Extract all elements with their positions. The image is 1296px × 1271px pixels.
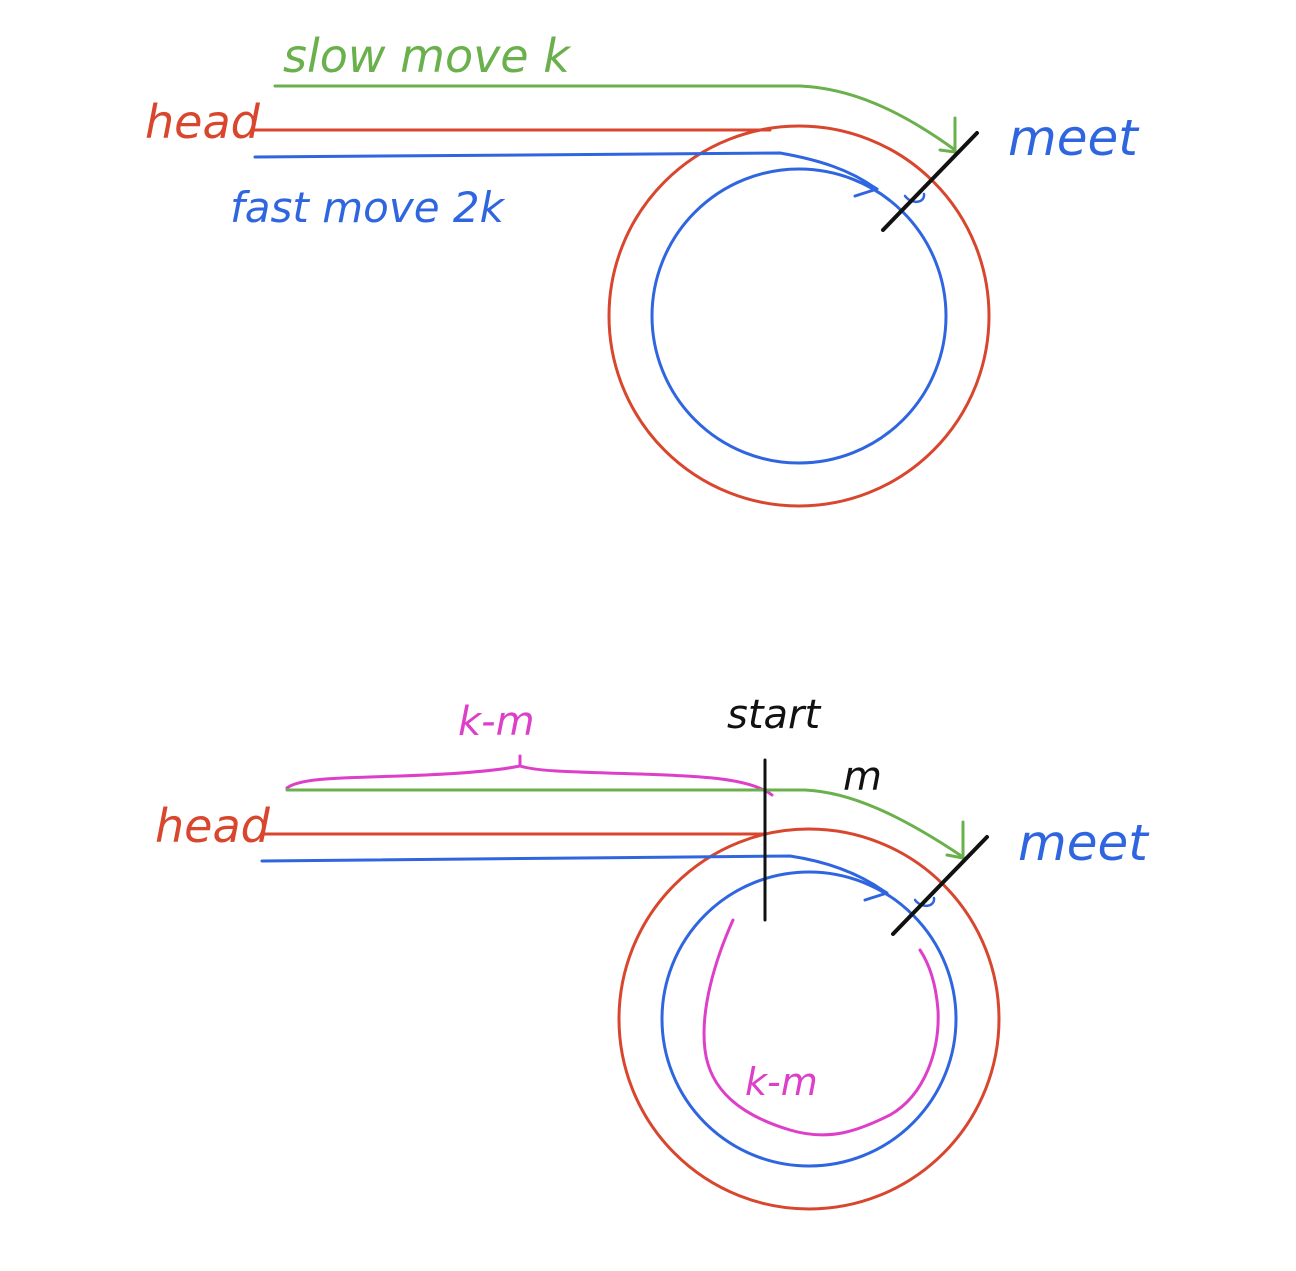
top-fast-arrowhead — [853, 178, 879, 198]
top-head-label: head — [145, 95, 261, 149]
bottom-fast-curl — [913, 896, 936, 907]
top-inner-cycle-circle — [650, 167, 948, 465]
bottom-loop-k-minus-m-label: k-m — [745, 1060, 818, 1104]
bottom-start-label: start — [727, 692, 821, 738]
top-fast-label: fast move 2k — [230, 183, 506, 232]
bottom-inner-cycle-circle — [660, 870, 958, 1168]
bottom-slow-arrowhead — [945, 820, 965, 860]
bottom-slow-path — [285, 788, 962, 857]
top-slow-label: slow move k — [283, 29, 572, 83]
bottom-tail-k-minus-m-label: k-m — [458, 699, 535, 745]
bottom-meet-label: meet — [1018, 814, 1150, 872]
bottom-meet-marker — [891, 835, 989, 936]
bottom-outer-cycle-circle — [617, 827, 1001, 1211]
bottom-head-label: head — [155, 799, 271, 853]
top-meet-marker — [881, 131, 979, 232]
bottom-loop-brace — [702, 918, 940, 1137]
bottom-diagram: k-m start m head meet k-m — [155, 692, 1150, 1211]
top-outer-cycle-circle — [607, 124, 991, 508]
top-meet-label: meet — [1008, 109, 1140, 167]
top-slow-arrowhead — [938, 116, 957, 154]
top-slow-path — [273, 84, 957, 152]
top-diagram: slow move k head fast move 2k meet — [145, 29, 1140, 508]
bottom-m-label: m — [843, 754, 882, 800]
bottom-tail-brace — [285, 754, 774, 797]
top-fast-curl — [903, 192, 926, 203]
